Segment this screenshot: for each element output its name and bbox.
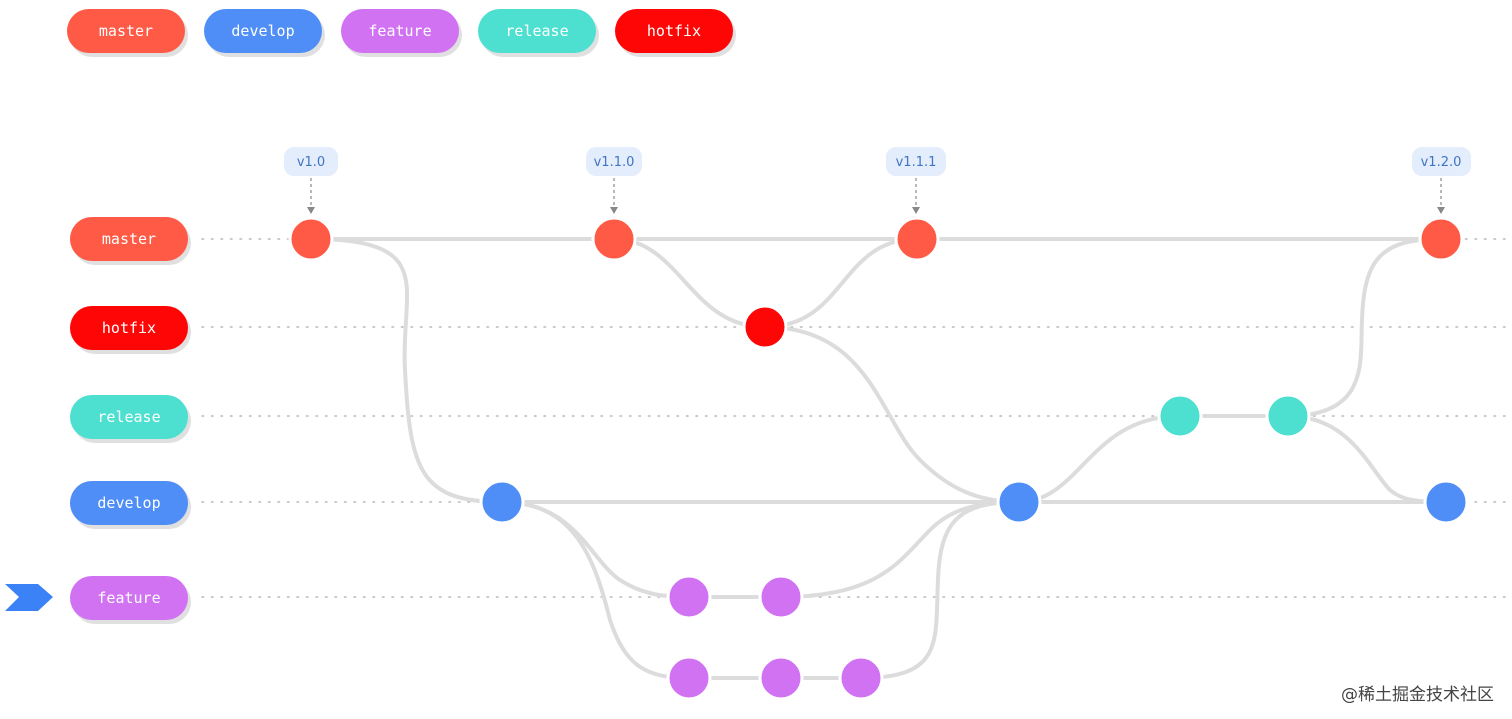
edge-release-to-master xyxy=(1286,237,1443,418)
edge-hotfix-to-develop xyxy=(763,325,1021,504)
edge-master-to-hotfix xyxy=(612,237,767,329)
tag-v1-0-label: v1.0 xyxy=(297,155,325,170)
edge-hotfix-to-master xyxy=(763,237,919,329)
commit-feature-b2 xyxy=(758,655,804,701)
commit-develop-2 xyxy=(996,479,1042,525)
row-label-develop: develop xyxy=(70,481,188,525)
tag-v1-2-0-label: v1.2.0 xyxy=(1421,155,1462,170)
row-label-hotfix: hotfix xyxy=(70,306,188,350)
tag-v1-2-0: v1.2.0 xyxy=(1412,147,1471,214)
commit-develop-1 xyxy=(479,479,525,525)
row-label-master: master xyxy=(70,217,188,261)
commit-master-v1-0 xyxy=(288,216,334,262)
commit-develop-3 xyxy=(1423,479,1469,525)
commit-feature-b1 xyxy=(666,655,712,701)
legend-release: release xyxy=(478,9,596,53)
watermark: @稀土掘金技术社区 xyxy=(1341,685,1494,705)
commit-master-v1-1-0 xyxy=(591,216,637,262)
legend-master: master xyxy=(67,9,185,53)
commit-master-v1-1-1 xyxy=(894,216,940,262)
edge-develop-to-release xyxy=(1017,414,1182,504)
current-branch-chevron-icon xyxy=(5,584,53,611)
tag-v1-1-1: v1.1.1 xyxy=(886,147,946,214)
tag-v1-1-0-label: v1.1.0 xyxy=(594,155,635,170)
commit-release-2 xyxy=(1265,393,1311,439)
edge-master-to-develop xyxy=(309,237,504,504)
tag-v1-1-0: v1.1.0 xyxy=(586,147,642,214)
commit-feature-a2 xyxy=(758,574,804,620)
commit-feature-a1 xyxy=(666,574,712,620)
row-label-release: release xyxy=(70,395,188,439)
edge-develop-to-feature1 xyxy=(500,500,691,599)
commit-master-v1-2-0 xyxy=(1418,216,1464,262)
edge-feature1-to-develop xyxy=(779,500,1021,599)
tag-v1-1-1-label: v1.1.1 xyxy=(896,155,937,170)
commit-release-1 xyxy=(1157,393,1203,439)
commit-feature-b3 xyxy=(838,655,884,701)
edge-develop-to-feature2 xyxy=(500,500,691,680)
row-label-feature: feature xyxy=(70,576,188,620)
tag-v1-0: v1.0 xyxy=(284,147,338,214)
branch-legend: master develop feature release hotfix xyxy=(67,9,752,53)
commit-hotfix xyxy=(742,304,788,350)
legend-hotfix: hotfix xyxy=(615,9,733,53)
edge-feature2-to-develop xyxy=(859,500,1021,680)
edge-release-to-develop xyxy=(1286,414,1447,504)
legend-develop: develop xyxy=(204,9,322,53)
legend-feature: feature xyxy=(341,9,459,53)
